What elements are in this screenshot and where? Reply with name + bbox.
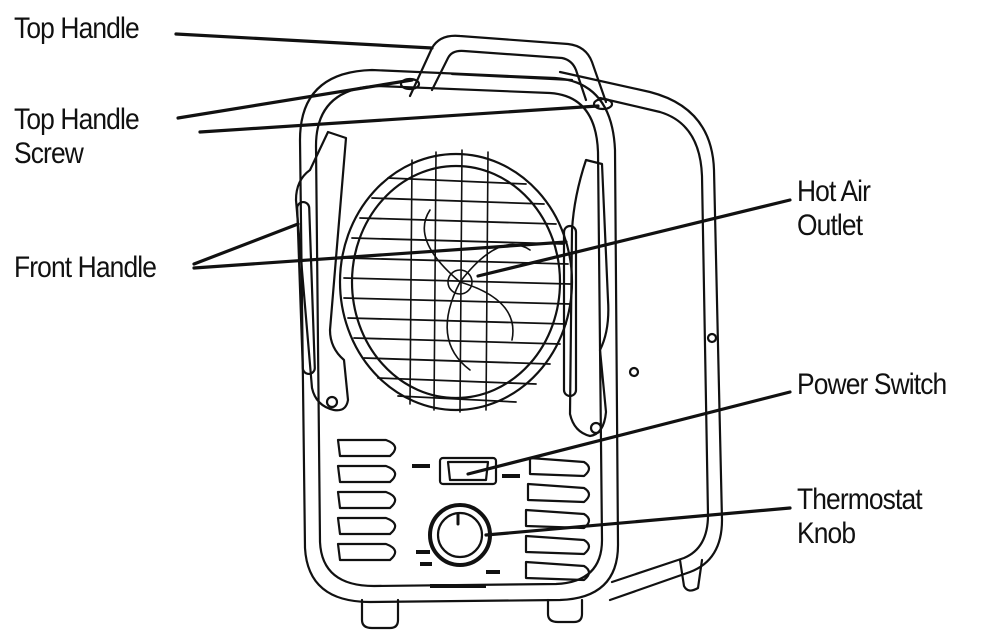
- label-hot-air-line1: Hot Air: [797, 175, 871, 208]
- side-screw-mid: [628, 366, 640, 378]
- top-handle-inner: [430, 49, 588, 102]
- label-top-handle-text: Top Handle: [14, 12, 140, 45]
- power-switch-rocker: [446, 460, 490, 482]
- leader-hot-air: [476, 198, 792, 278]
- leader-front-handle-2: [192, 240, 568, 270]
- label-top-handle-screw: Top Handle Screw: [14, 103, 140, 171]
- handle-screw-right: [589, 421, 603, 435]
- housing-side: [558, 70, 724, 602]
- thermostat-knob-inner: [436, 511, 484, 559]
- foot-left: [360, 598, 400, 630]
- handle-screw-left: [325, 395, 339, 409]
- side-screw-top: [706, 332, 718, 344]
- top-handle-screw-right: [592, 97, 614, 111]
- label-power-switch-text: Power Switch: [797, 368, 947, 401]
- vents-right: [524, 456, 591, 582]
- label-front-handle-text: Front Handle: [14, 251, 157, 284]
- label-hot-air-outlet: Hot Air Outlet: [797, 175, 871, 243]
- leader-power: [466, 390, 792, 476]
- housing-side-inner: [598, 96, 710, 584]
- housing-front-inner: [314, 84, 604, 588]
- leader-lines: [174, 32, 792, 537]
- label-hot-air-line2: Outlet: [797, 209, 863, 242]
- label-top-handle-screw-line2: Screw: [14, 137, 84, 170]
- power-switch: [438, 456, 498, 486]
- front-handle-right-slot: [562, 224, 578, 398]
- fan-blades: [423, 209, 531, 371]
- front-handle-left-slot: [296, 200, 316, 376]
- label-power-switch: Power Switch: [797, 368, 947, 402]
- label-thermostat-line2: Knob: [797, 517, 856, 550]
- vents-left: [336, 438, 397, 562]
- foot-right: [546, 598, 584, 624]
- leader-thermostat: [484, 506, 792, 537]
- foot-back: [678, 558, 704, 592]
- label-front-handle: Front Handle: [14, 251, 157, 285]
- leader-screw-2: [198, 104, 600, 134]
- top-handle-grip: [450, 72, 574, 82]
- fan-grille: [338, 152, 574, 412]
- fan-grille-inner: [350, 164, 562, 400]
- leader-top-handle: [174, 32, 434, 50]
- label-thermostat-knob: Thermostat Knob: [797, 483, 923, 551]
- label-top-handle-screw-line1: Top Handle: [14, 103, 140, 136]
- front-handle-right: [568, 158, 610, 438]
- label-thermostat-line1: Thermostat: [797, 483, 923, 516]
- leader-screw-1: [176, 78, 414, 120]
- leader-front-handle-1: [192, 222, 300, 266]
- label-top-handle: Top Handle: [14, 12, 140, 46]
- panel-markings: [412, 464, 520, 588]
- housing-front: [298, 68, 620, 604]
- top-handle: [408, 34, 608, 104]
- front-handle-left: [294, 130, 350, 412]
